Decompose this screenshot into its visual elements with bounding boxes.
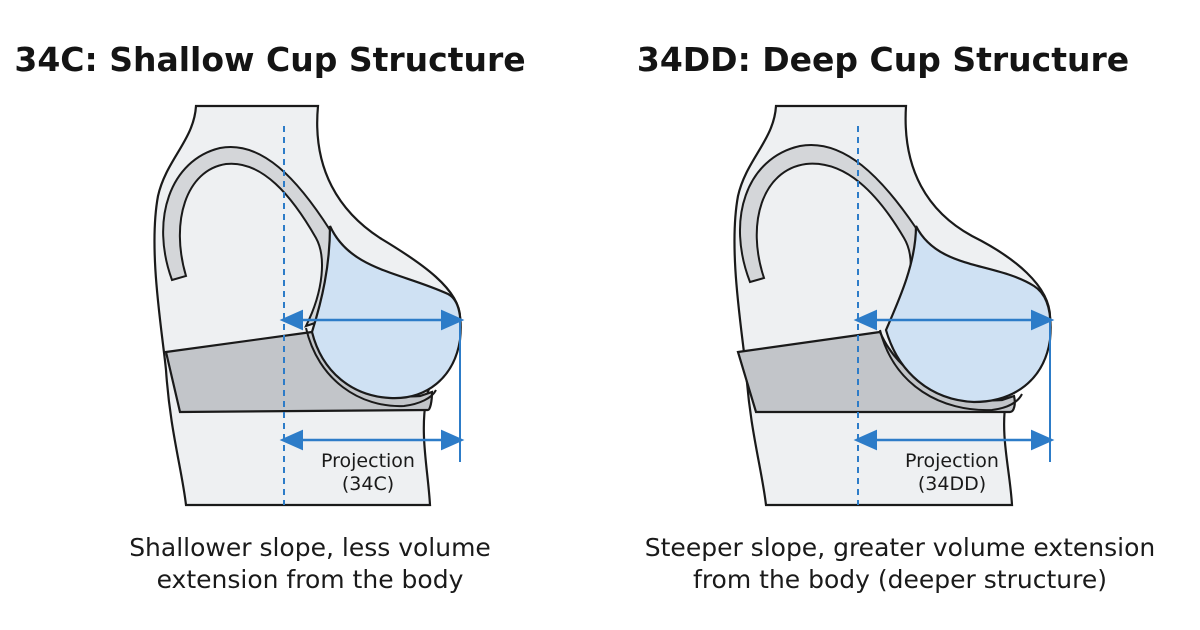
caption: Steeper slope, greater volume extension … <box>610 532 1190 596</box>
panel-title: 34C: Shallow Cup Structure <box>14 40 526 79</box>
caption: Shallower slope, less volume extension f… <box>70 532 550 596</box>
caption-line-1: Steeper slope, greater volume extension <box>644 533 1156 562</box>
torso-diagram-34c: Projection (34C) <box>153 104 465 507</box>
panel-34dd: 34DD: Deep Cup Structure Projection (34D… <box>600 0 1200 630</box>
caption-line-2: extension from the body <box>156 565 464 594</box>
projection-label: Projection <box>321 450 415 472</box>
size-label: (34C) <box>342 473 394 495</box>
panel-34c: 34C: Shallow Cup Structure Projection (3… <box>14 40 550 596</box>
underwire-trim <box>305 327 437 408</box>
underwire-trim <box>879 329 1023 412</box>
panel-title: 34DD: Deep Cup Structure <box>636 40 1130 79</box>
torso-diagram-34dd: Projection (34DD) <box>733 104 1055 507</box>
caption-line-1: Shallower slope, less volume <box>129 533 491 562</box>
projection-label: Projection <box>905 450 999 472</box>
caption-line-2: from the body (deeper structure) <box>693 565 1107 594</box>
size-label: (34DD) <box>918 473 986 495</box>
